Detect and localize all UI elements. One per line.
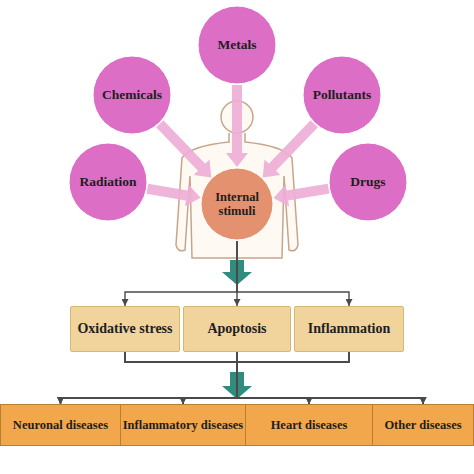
node-label: Internal stimuli [206,190,268,219]
flow-connector [61,352,238,404]
flow-connector [183,352,237,404]
text-wrap: Chemicals [102,87,162,103]
node-label: Drugs [350,174,385,190]
text-wrap: Drugs [350,174,385,190]
flow-connector [125,352,423,404]
flow-connector [61,352,238,404]
circle-shape [329,143,407,221]
source-circle: Pollutants [302,55,382,135]
effect-box: Apoptosis [183,306,291,352]
text-wrap: Internal stimuli [206,190,268,219]
source-circle: Metals [197,5,277,85]
circle-shape [93,56,171,134]
text-wrap: Radiation [79,174,136,190]
disease-band: Other diseases [372,404,474,446]
flow-connector [125,241,237,306]
flow-connector [61,352,350,404]
stimulus-circle: Internal stimuli [200,167,274,241]
node-label: Inflammatory diseases [123,418,243,432]
node-label: Heart diseases [271,418,348,432]
node-label: Pollutants [313,87,372,103]
flow-connector [237,241,349,306]
block-arrow [226,85,248,167]
human-head [221,101,253,133]
flow-arrow [222,260,252,285]
effect-box: Inflammation [294,306,404,352]
text-wrap: Inflammatory diseases [123,418,243,432]
node-label: Inflammation [308,321,390,337]
flow-connector [237,352,309,404]
flow-connector [237,352,423,404]
flow-connector [236,241,237,306]
flow-connector [183,352,349,404]
node-label: Neuronal diseases [13,418,108,432]
disease-band: Heart diseases [245,404,373,446]
text-wrap: Apoptosis [207,321,266,337]
source-circle: Chemicals [92,55,172,135]
flow-arrow [222,372,252,399]
circle-shape [303,56,381,134]
circle-shape [198,6,276,84]
text-wrap: Other diseases [384,418,461,432]
node-label: Chemicals [102,87,162,103]
flow-connector [237,352,349,404]
flow-connector [125,352,237,404]
text-wrap: Heart diseases [271,418,348,432]
node-label: Apoptosis [207,321,266,337]
node-label: Other diseases [384,418,461,432]
source-circle: Drugs [328,142,408,222]
text-wrap: Neuronal diseases [13,418,108,432]
text-wrap: Inflammation [308,321,390,337]
circle-shape [201,168,273,240]
flow-connector [237,352,423,404]
block-arrow [147,184,201,207]
node-label: Radiation [79,174,136,190]
text-wrap: Pollutants [313,87,372,103]
node-label: Oxidative stress [77,321,172,337]
node-label: Metals [218,37,257,53]
disease-band: Inflammatory diseases [120,404,246,446]
flow-connector [125,352,309,404]
text-wrap: Metals [218,37,257,53]
disease-band: Neuronal diseases [0,404,121,446]
block-arrow [274,184,330,207]
block-arrow [263,120,318,177]
circle-shape [69,143,147,221]
effect-box: Oxidative stress [70,306,180,352]
source-circle: Radiation [68,142,148,222]
human-silhouette [176,133,298,258]
block-arrow [156,120,211,177]
text-wrap: Oxidative stress [77,321,172,337]
